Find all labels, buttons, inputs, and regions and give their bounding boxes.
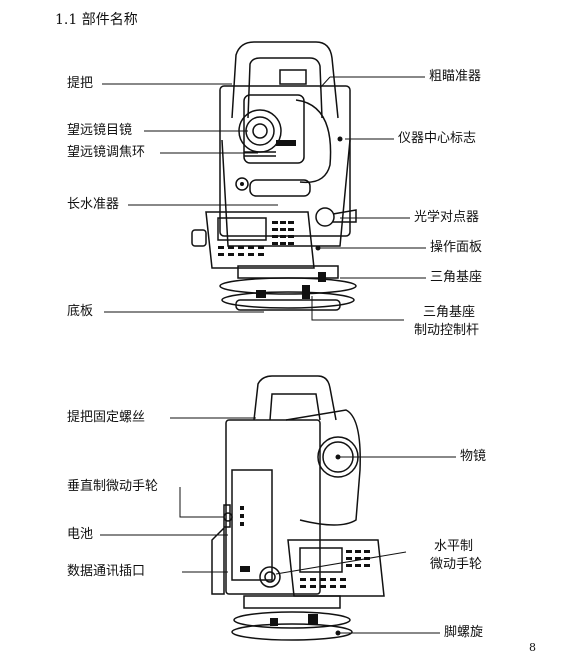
label-handle-screw: 提把固定螺丝: [67, 410, 146, 425]
label-tribrach-lever-2: 制动控制杆: [414, 323, 480, 338]
label-leveling-screw: 脚螺旋: [444, 625, 484, 640]
label-horizontal-knob-2: 微动手轮: [430, 557, 483, 572]
label-eyepiece: 望远镜目镜: [67, 123, 133, 138]
section-title: 1.1 部件名称: [55, 12, 138, 28]
label-center-mark: 仪器中心标志: [398, 131, 477, 146]
label-focusing-ring: 望远镜调焦环: [67, 145, 146, 160]
label-vertical-knob: 垂直制微动手轮: [67, 479, 159, 494]
label-data-port: 数据通讯插口: [67, 564, 146, 579]
label-tribrach-lever-1: 三角基座: [423, 305, 476, 320]
label-objective: 物镜: [460, 449, 487, 464]
label-tribrach: 三角基座: [430, 270, 483, 285]
label-battery: 电池: [67, 527, 94, 542]
label-plate-level: 长水准器: [67, 197, 120, 212]
label-base-plate: 底板: [67, 304, 94, 319]
label-optical-plummet: 光学对点器: [414, 210, 480, 225]
label-collimator: 粗瞄准器: [429, 69, 482, 84]
label-operation-panel: 操作面板: [430, 240, 483, 255]
label-horizontal-knob-1: 水平制: [434, 539, 474, 554]
label-handle: 提把: [67, 76, 94, 91]
page-number: 8: [529, 641, 536, 654]
